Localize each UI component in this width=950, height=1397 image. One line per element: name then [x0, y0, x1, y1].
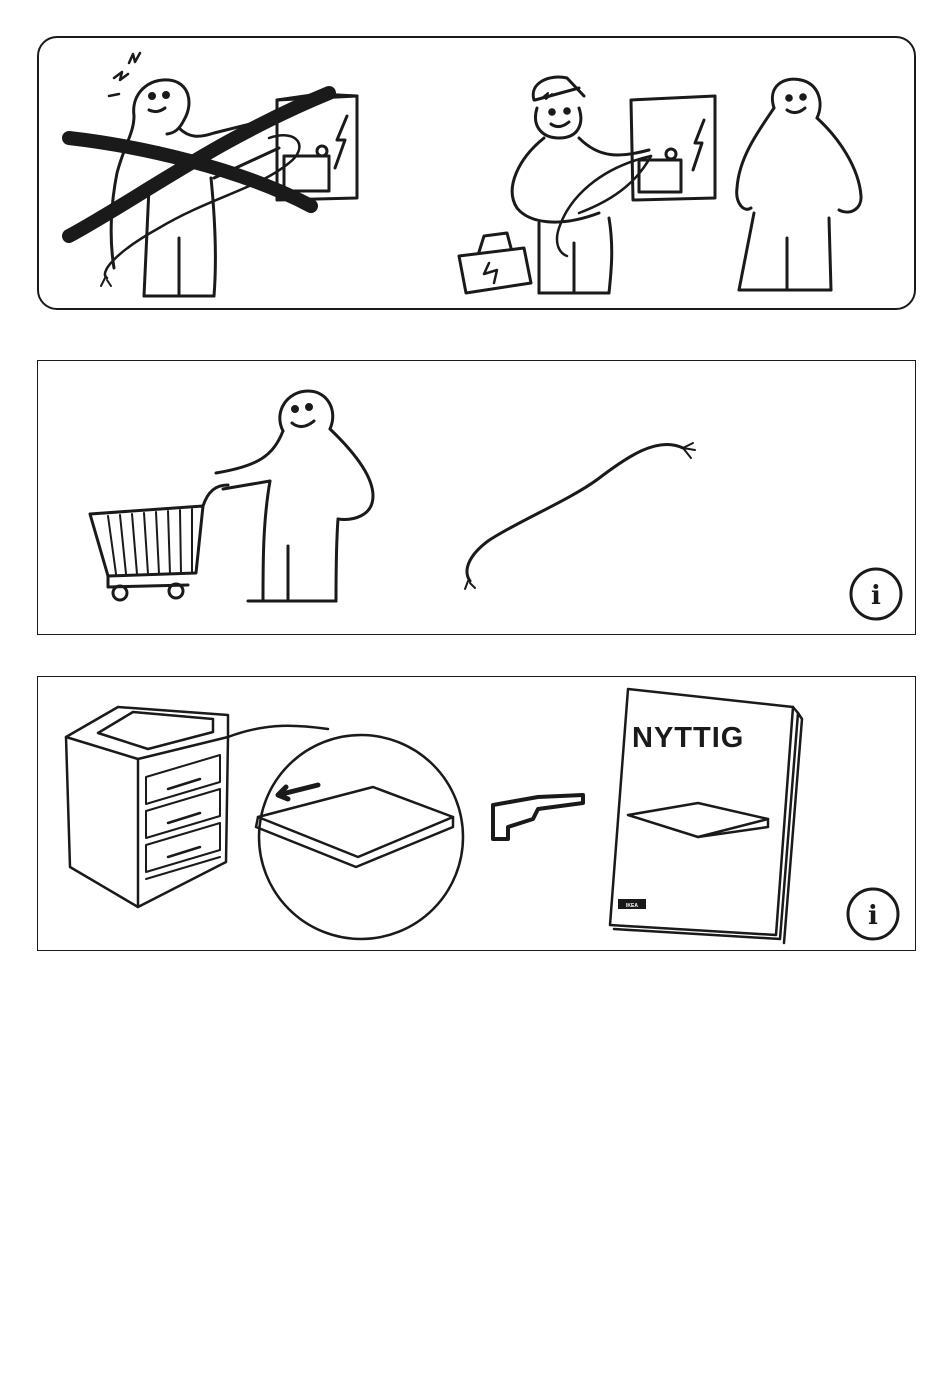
cooktop-cabinet-illustration [66, 707, 228, 907]
pointing-hand-icon [493, 795, 583, 839]
panel-electrician-warning [37, 36, 916, 310]
panel-booklet-reference: IKEA NYTTIG i [37, 676, 916, 951]
booklet-title: NYTTIG [632, 722, 744, 754]
shopping-cart-illustration [90, 485, 228, 600]
detail-magnifier-illustration [228, 726, 463, 939]
installation-booklet-illustration: IKEA NYTTIG [610, 689, 802, 943]
info-icon-glyph: i [868, 901, 878, 931]
info-icon: i [848, 889, 898, 939]
info-icon: i [851, 569, 901, 619]
ikea-logo: IKEA [626, 903, 638, 909]
diy-electric-person-illustration [69, 53, 357, 296]
shopper-person-illustration [216, 391, 373, 601]
info-icon-glyph: i [871, 581, 881, 611]
panel-cable-purchase: i [37, 360, 916, 635]
electrician-illustration [459, 77, 861, 293]
power-cable-illustration [465, 443, 695, 589]
